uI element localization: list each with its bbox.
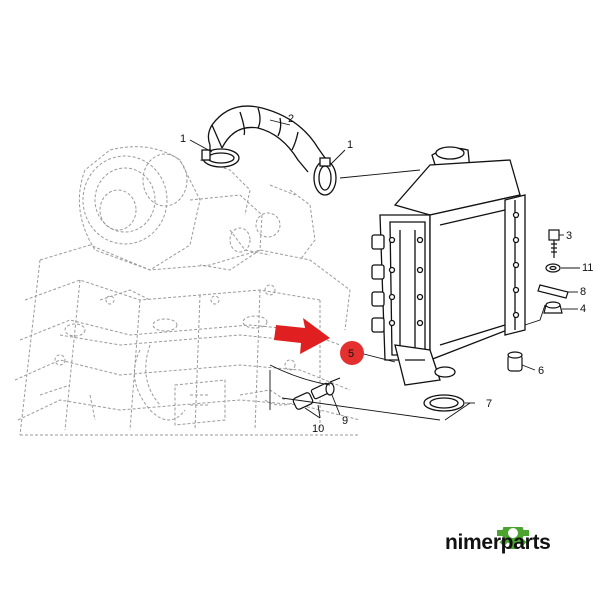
side-parts-bracket <box>524 304 546 326</box>
callout-3: 3 <box>566 230 572 242</box>
brand-logo: nimerparts <box>445 527 595 563</box>
callout-8: 8 <box>580 286 586 298</box>
leader-lines <box>189 119 580 421</box>
hose-clamp-right <box>313 157 337 196</box>
o-ring-part-7 <box>423 394 465 412</box>
highlight-arrow <box>274 318 330 354</box>
brand-name: nimerparts <box>445 531 551 554</box>
grommet-part-6 <box>507 351 523 372</box>
callout-6: 6 <box>538 365 544 377</box>
callout-4: 4 <box>580 303 586 315</box>
seal-part-9 <box>325 382 335 396</box>
nut-part-4 <box>543 301 563 314</box>
callout-9: 9 <box>342 415 348 427</box>
washer-part-11 <box>545 263 561 273</box>
callout-11: 11 <box>582 262 593 274</box>
callout-7: 7 <box>486 398 492 410</box>
intercooler <box>371 146 526 386</box>
callout-1b: 1 <box>347 139 353 151</box>
bolt-part-3 <box>548 229 560 258</box>
bracket-part-8 <box>537 284 569 299</box>
callout-10: 10 <box>312 423 324 435</box>
callout-2: 2 <box>288 113 294 125</box>
brand-gear-icon <box>497 527 529 549</box>
callout-labels: 1 2 1 3 11 8 4 5 6 7 9 10 <box>180 113 593 435</box>
callout-5: 5 <box>348 348 354 360</box>
hose-clamp-left <box>201 148 240 168</box>
callout-1a: 1 <box>180 133 186 145</box>
engine-illustration <box>14 146 361 436</box>
highlight-circle <box>340 341 364 365</box>
